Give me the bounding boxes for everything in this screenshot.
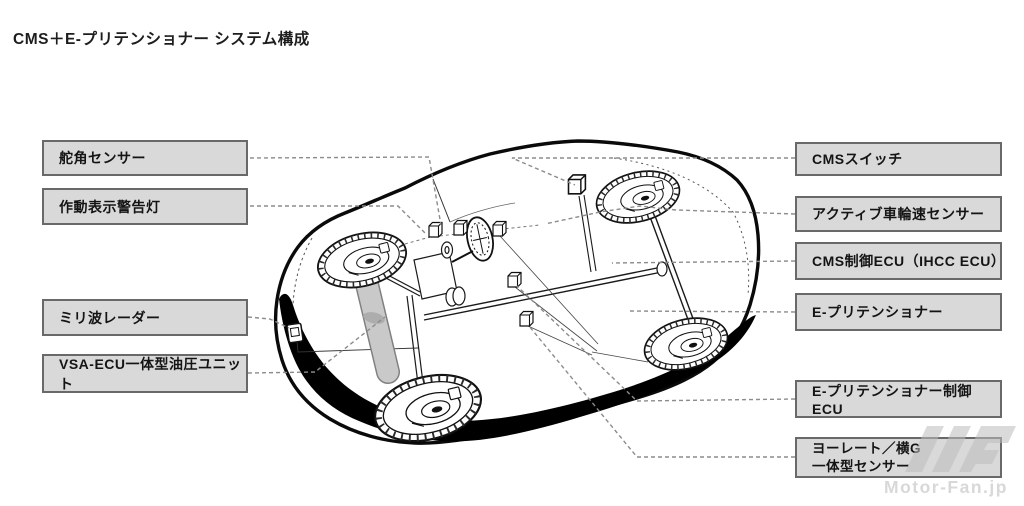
label-millimeter-wave-radar: ミリ波レーダー <box>42 299 248 336</box>
leader-steering-angle-sensor <box>249 156 442 226</box>
leader-yaw-rate-sensor <box>528 325 795 458</box>
page-title: CMS＋E-プリテンショナー システム構成 <box>13 31 310 48</box>
label-e-pretensioner-control-ecu: E-プリテンショナー制御ECU <box>795 380 1002 418</box>
label-active-wheel-speed-sensor: アクティブ車輪速センサー <box>795 196 1002 232</box>
steering-wheel <box>466 216 494 262</box>
chassis-internals <box>296 194 699 393</box>
radar-unit <box>286 322 304 344</box>
car-body-outline <box>273 139 761 445</box>
label-steering-angle-sensor: 舵角センサー <box>42 140 248 176</box>
leader-operation-warning-light <box>250 205 428 236</box>
label-operation-warning-light: 作動表示警告灯 <box>42 188 248 225</box>
leader-e-pretensioner-ecu <box>516 285 796 402</box>
leader-active-wheel-speed <box>544 205 796 225</box>
leader-millimeter-wave-radar <box>247 316 290 329</box>
label-cms-switch: CMSスイッチ <box>795 142 1002 176</box>
label-vsa-ecu-hydraulic-unit: VSA-ECU一体型油圧ユニット <box>42 354 248 393</box>
leader-vsa-ecu-hydraulic-unit <box>247 316 386 374</box>
leader-cms-control-ecu <box>611 260 796 264</box>
leader-lines <box>247 156 796 458</box>
label-yaw-rate-lateral-g-sensor: ヨーレート／横G 一体型センサー <box>795 437 1002 478</box>
leader-cms-switch <box>511 157 795 186</box>
label-e-pretensioner: E-プリテンショナー <box>795 293 1002 331</box>
label-cms-control-ecu: CMS制御ECU（IHCC ECU） <box>795 242 1005 280</box>
